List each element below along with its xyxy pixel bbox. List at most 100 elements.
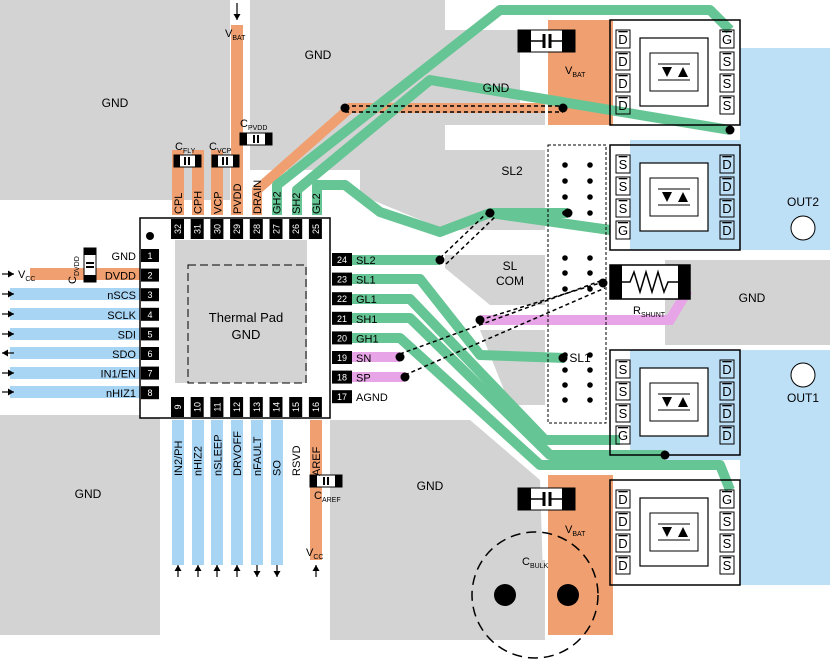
fet-pin-label: D [618,54,627,69]
pin-number: 23 [337,275,347,285]
pin-number: 21 [337,314,347,324]
pin-number: 27 [272,224,282,234]
via-grid-dot [562,210,568,216]
pin-name: VCP [212,191,224,214]
fet-pin-label: D [722,223,731,238]
gnd-pour-slcom [445,255,545,305]
via-grid-dot [587,286,593,292]
arrow-icon [2,349,14,357]
caref-label: CAREF [314,490,341,504]
pin-number: 9 [173,404,183,409]
gnd-label: GND [739,291,766,305]
fet-pin-label: G [722,32,732,47]
via-grid-dot [587,382,593,388]
fet-pin-label: D [722,157,731,172]
vcc-left-label: VCC [18,269,35,283]
fet-pin-label: D [618,536,627,551]
pin-name: SH1 [356,314,377,326]
via-grid-dot [562,352,568,358]
fet-pin-label: D [722,362,731,377]
thermal-pad-gnd-label: GND [232,327,261,342]
via-grid-outline [547,144,607,424]
arrow-icon [213,565,221,577]
pin-name: SL1 [356,275,376,287]
fet-pin-label: D [618,32,627,47]
via-grid-dot [587,255,593,261]
arrow-icon [2,388,14,396]
slcom-net-label-2: COM [496,274,524,288]
via-grid-dot [562,178,568,184]
signal-traces [10,288,283,565]
bulk-cap-pin [494,584,516,606]
pin-name: GND [112,251,137,263]
arrow-icon [233,565,241,577]
sh2-trace [292,75,731,215]
arrow-icon [312,565,320,577]
slcom-net-label: SL [503,259,518,273]
pin-name: RSVD [291,445,303,476]
fet-pin-label: D [618,98,627,113]
shunt-via-grid [547,144,607,424]
gl1-trace [340,294,620,445]
pin-number: 20 [337,333,347,343]
gh2-trace [272,5,734,215]
via-link-2 [439,209,491,259]
pin-name: DRAIN [252,180,264,214]
pin-name: DVDD [105,271,136,283]
out1-label: OUT1 [787,391,819,405]
pin-number: 4 [147,310,152,320]
pin-number: 26 [291,224,301,234]
vbat-fet-top-label: VBAT [565,65,586,79]
pin-number: 15 [291,402,301,412]
via-grid-dots [562,162,593,403]
via-grid-dot [562,270,568,276]
fet-pin-label: G [722,492,732,507]
gnd-pour-sl1 [480,330,545,405]
gnd-pour-right-middle [665,260,830,345]
via-grid-dot [562,367,568,373]
arrow-icon [253,565,261,577]
pin-number: 18 [337,373,347,383]
pin-name: SDO [112,349,136,361]
arrow-icon [2,369,14,377]
pin-number: 10 [193,402,203,412]
via-grid-dot [562,286,568,292]
arrow-icon [174,565,182,577]
cvcp-capacitor [211,154,240,168]
pin-number: 3 [147,290,152,300]
vbat-capacitor-bottom [517,487,576,511]
fet-pin-label: S [723,514,732,529]
pin1-marker [146,232,154,240]
pin-number: 14 [272,402,282,412]
arrow-icon [273,565,281,577]
fet-pin-label: S [619,384,628,399]
fet-pin-label: D [722,428,731,443]
pin-name: CPH [193,191,205,214]
arrow-icon [2,270,14,278]
arrow-icon [233,3,241,20]
pin-number: 5 [147,329,152,339]
via-link-2b [445,215,497,265]
pin-number: 8 [147,388,152,398]
pin-name: GL1 [356,294,377,306]
via-grid-dot [587,178,593,184]
via [435,255,445,265]
